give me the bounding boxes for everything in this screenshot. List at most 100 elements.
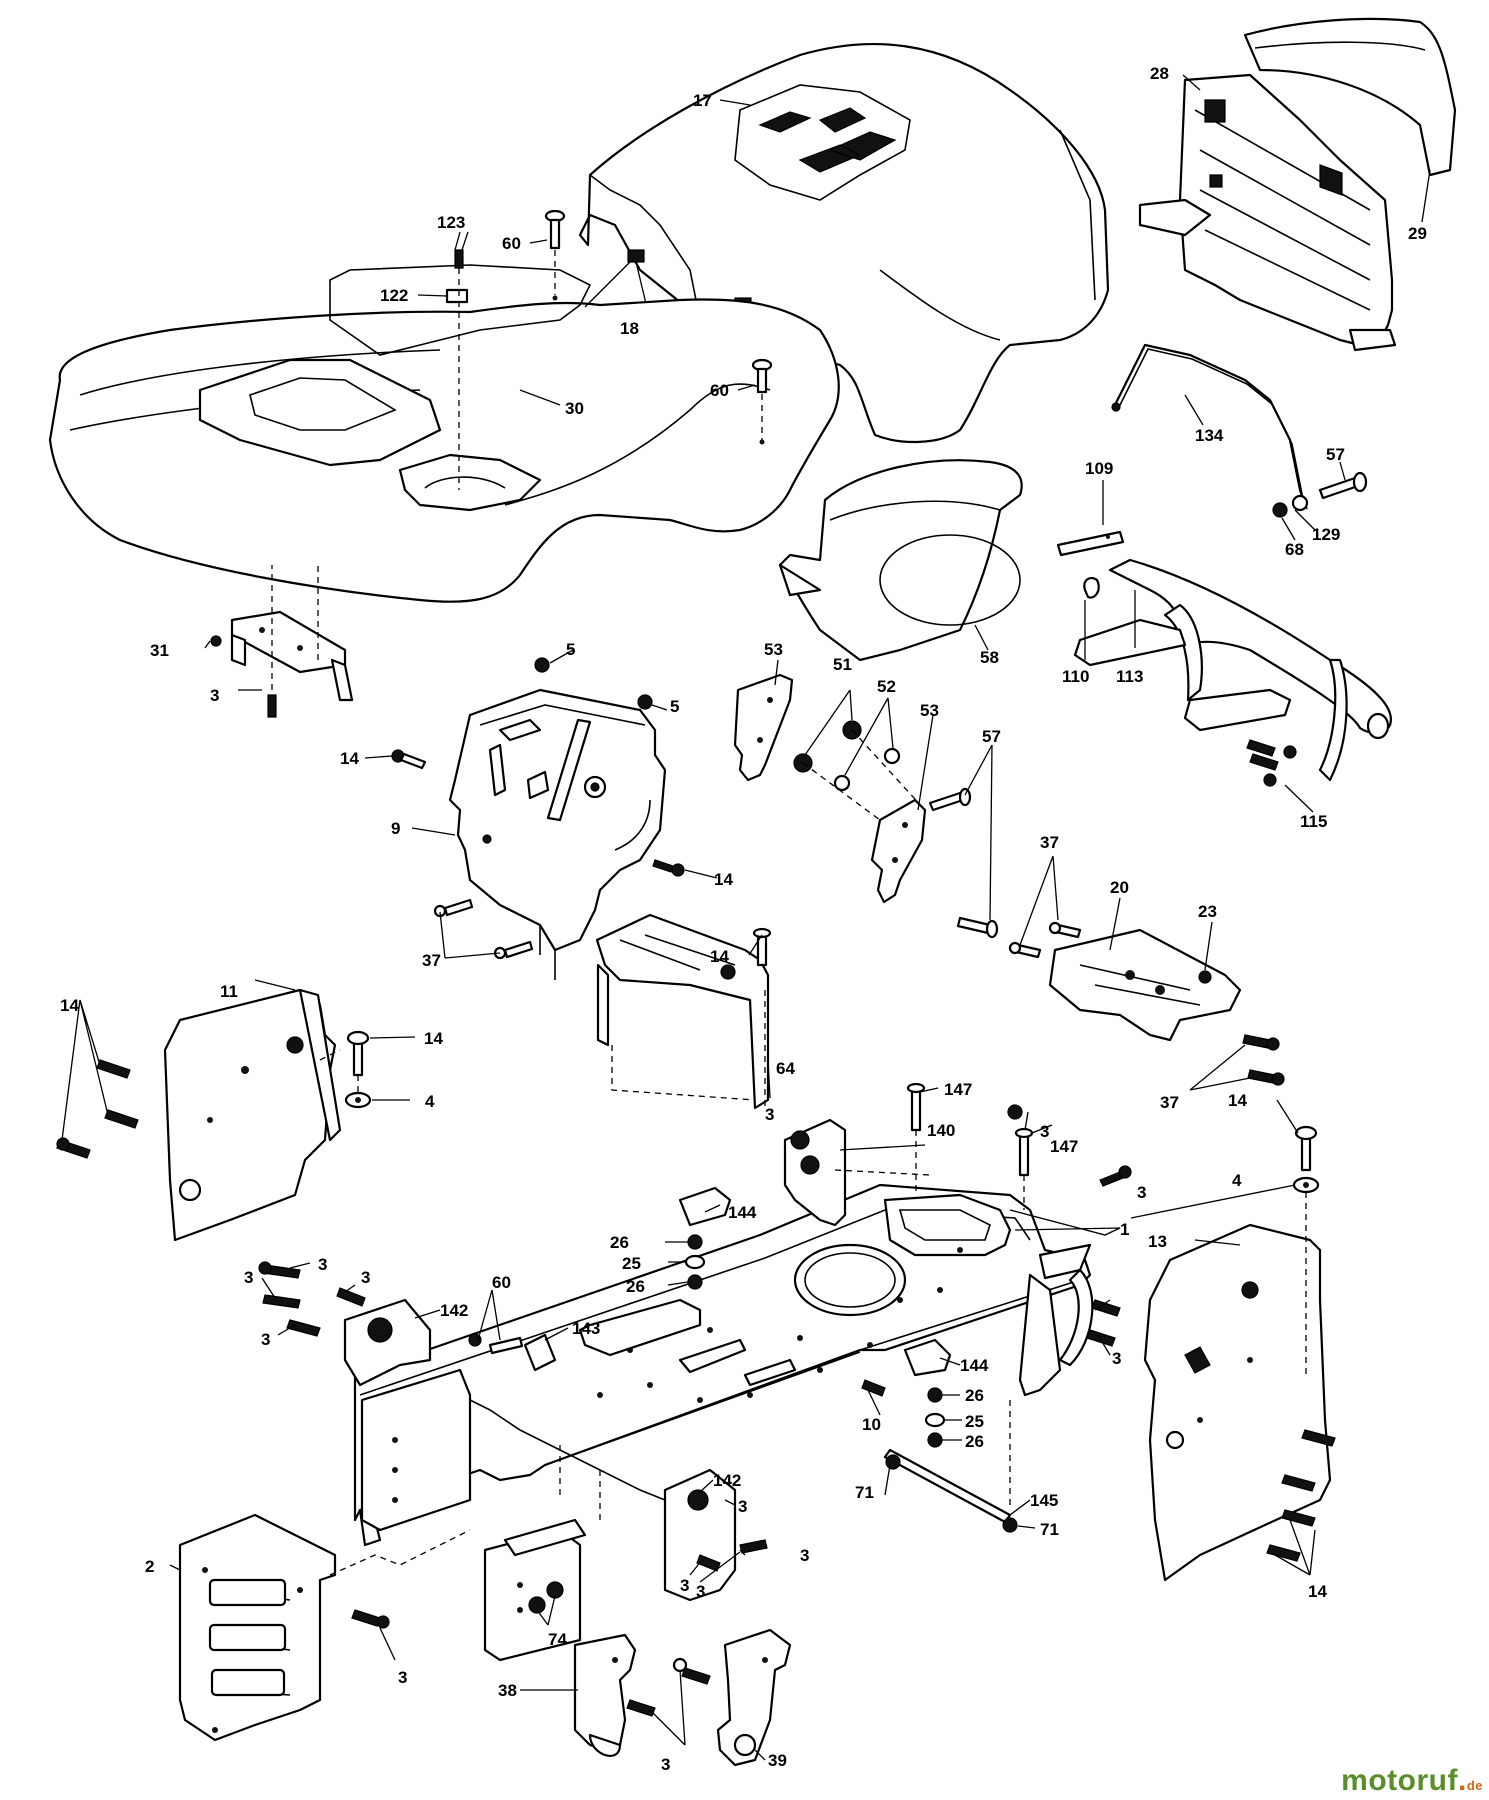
callout-14-dash: 14: [340, 749, 359, 768]
callout-14-left-panel: 14: [60, 996, 79, 1015]
callout-37-platform-top: 37: [1040, 833, 1059, 852]
callout-3-lower: 3: [661, 1755, 670, 1774]
bracket-part-20: [1048, 928, 1242, 1042]
bolts-14-right-panel: [1266, 1429, 1336, 1562]
callout-60-frame: 60: [492, 1273, 511, 1292]
bracket-144-upper: [678, 1186, 732, 1290]
bolt-14-mid: [652, 859, 685, 877]
callout-39: 39: [768, 1751, 787, 1770]
callout-123: 123: [437, 213, 465, 232]
bolt-14-dash: [391, 749, 427, 770]
callout-28: 28: [1150, 64, 1169, 83]
callout-71-right: 71: [1040, 1520, 1059, 1539]
callout-142-left: 142: [440, 1301, 468, 1320]
bolt-147-left: [906, 1082, 926, 1195]
callout-147-left: 147: [944, 1080, 972, 1099]
callout-11: 11: [220, 982, 238, 1001]
callout-14-left-bolt: 14: [424, 1029, 443, 1048]
callout-37-platform-bottom: 37: [1160, 1093, 1179, 1112]
bolt-147-right: [1014, 1127, 1034, 1210]
callout-140: 140: [927, 1121, 955, 1140]
callout-25-upper: 25: [622, 1254, 641, 1273]
callout-5-top: 5: [566, 640, 575, 659]
callout-3-front-b: 3: [696, 1582, 705, 1601]
callout-20: 20: [1110, 878, 1129, 897]
callout-109: 109: [1085, 459, 1113, 478]
front-bracket-part-2: [178, 1513, 471, 1742]
callout-53-left: 53: [764, 640, 783, 659]
grille-part-28: [1138, 73, 1397, 352]
callout-4-right: 4: [1232, 1171, 1242, 1190]
watermark-logo: motoruf.de: [1341, 1764, 1483, 1797]
callout-3-left-b: 3: [361, 1268, 370, 1287]
callout-64: 64: [776, 1059, 795, 1078]
callout-14-right: 14: [1228, 1091, 1247, 1110]
callout-38: 38: [498, 1681, 517, 1700]
callout-3-front-right: 3: [800, 1546, 809, 1565]
callout-142-right: 142: [713, 1471, 741, 1490]
callout-3-left-c: 3: [244, 1268, 253, 1287]
callout-3-140-left: 3: [765, 1105, 774, 1124]
callout-14-pedal: 14: [710, 947, 729, 966]
bracket-140: [783, 1118, 931, 1227]
callout-26-upper-a: 26: [610, 1233, 629, 1252]
bolt-14-washer-4-left: [344, 1030, 372, 1109]
callout-60-lower: 60: [710, 381, 729, 400]
hardware-122-123: [445, 249, 469, 490]
handle-part-113: [1073, 558, 1392, 782]
callout-3-142-right: 3: [738, 1497, 747, 1516]
watermark-tld: de: [1466, 1778, 1483, 1793]
callout-110: 110: [1062, 667, 1089, 686]
callout-26-upper-b: 26: [626, 1277, 645, 1296]
seat-bracket-31: [210, 565, 354, 718]
callout-3-seat: 3: [210, 686, 219, 705]
callout-14-right-panel: 14: [1308, 1582, 1327, 1601]
callout-3-140-right: 3: [1040, 1122, 1049, 1141]
callout-115: 115: [1300, 812, 1327, 831]
callout-14-mid: 14: [714, 870, 733, 889]
callout-122: 122: [380, 286, 408, 305]
bolts-14-left-panel: [56, 1059, 139, 1159]
nut-5-right: [637, 694, 653, 710]
callout-1: 1: [1120, 1220, 1129, 1239]
callout-3-left-d: 3: [261, 1330, 270, 1349]
bolt-57-upper: [1272, 471, 1368, 518]
callout-129: 129: [1312, 525, 1340, 544]
callout-74: 74: [548, 1630, 567, 1649]
nuts-51-52: [793, 720, 926, 821]
rod-part-134: [1111, 343, 1308, 510]
callout-71-left: 71: [855, 1483, 874, 1502]
callout-3-front-bracket: 3: [398, 1668, 407, 1687]
callout-3-front-a: 3: [680, 1576, 689, 1595]
callout-4-left: 4: [425, 1092, 435, 1111]
nut-5-top: [534, 657, 550, 673]
front-plate-143: [468, 1333, 557, 1372]
nuts-74: [528, 1581, 564, 1614]
callout-26-lower-b: 26: [965, 1432, 984, 1451]
bolts-115: [1246, 739, 1297, 787]
rod-145: [883, 1400, 1018, 1533]
callout-13: 13: [1148, 1232, 1167, 1251]
callout-60-upper: 60: [502, 234, 521, 253]
callout-143: 143: [572, 1319, 600, 1338]
callout-37-dash: 37: [422, 951, 441, 970]
callout-3-frame-right-b: 3: [1112, 1349, 1121, 1368]
grip-part-110: [1083, 576, 1100, 599]
callout-147-right: 147: [1050, 1137, 1078, 1156]
frame-part-1: [353, 1183, 1094, 1547]
callout-31: 31: [150, 641, 169, 660]
bolt-60-upper: [544, 209, 566, 301]
callout-58: 58: [980, 648, 999, 667]
front-axle-plate: [360, 1368, 666, 1662]
bolt-60-lower: [751, 358, 773, 445]
bolts-37-dash: [433, 898, 534, 960]
callout-26-lower-a: 26: [965, 1386, 984, 1405]
callout-3-frame-right: 3: [1137, 1183, 1146, 1202]
bumper-part-29: [1243, 17, 1457, 177]
callout-30: 30: [565, 399, 584, 418]
callout-25-lower: 25: [965, 1412, 984, 1431]
callout-3-left-a: 3: [318, 1255, 327, 1274]
link-part-109: [1056, 530, 1125, 557]
callout-51: 51: [833, 655, 852, 674]
